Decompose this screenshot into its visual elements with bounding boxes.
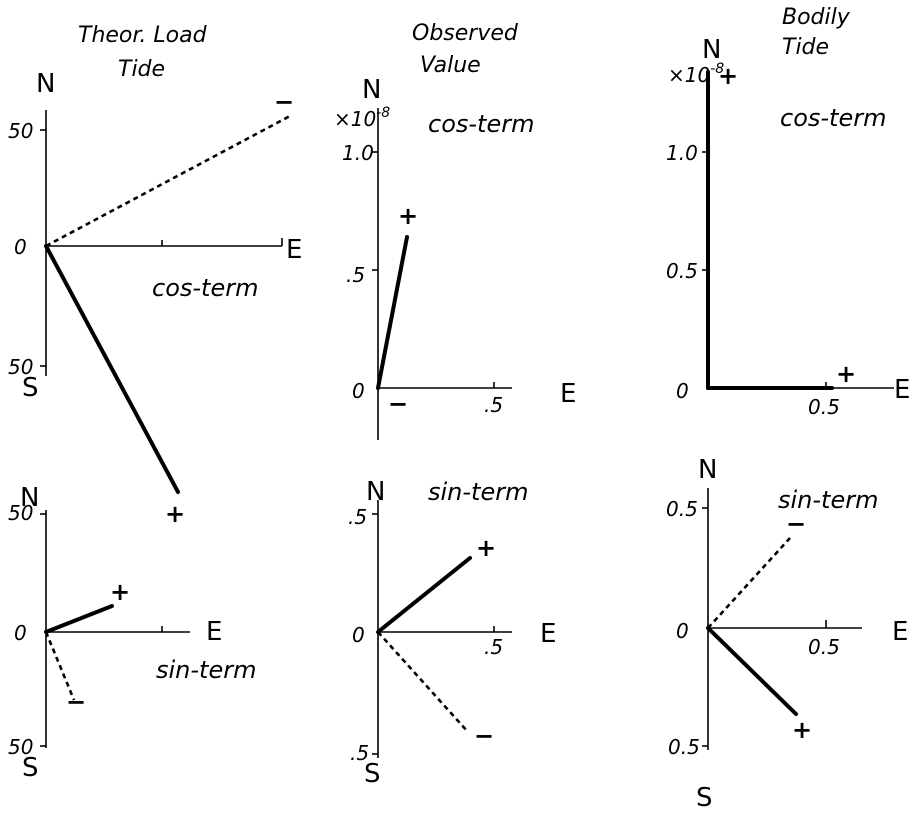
obs-cos-unit: ×10-8 — [334, 105, 390, 131]
obs-sin-tick-0: 0 — [352, 623, 365, 647]
bodily-sin-tick-half-s: 0.5 — [668, 735, 700, 759]
obs-cos-tick-0: 0 — [352, 379, 365, 403]
load-sin-plus-sign: + — [110, 578, 130, 606]
load-cos-tick-50-n: 50 — [8, 119, 33, 143]
panel-observed-sin: N .5 0 .5 .5 S E sin-term + − — [348, 477, 556, 789]
obs-sin-plus-sign: + — [476, 534, 496, 562]
header-tide: Tide — [118, 57, 165, 82]
header-bodily-tide: Tide — [782, 35, 829, 60]
bodily-cos-term-label: cos-term — [780, 104, 886, 132]
bodily-cos-plus-sign-north: + — [718, 62, 738, 90]
load-sin-term-label: sin-term — [156, 656, 256, 684]
bodily-sin-tick-0: 0 — [676, 619, 689, 643]
obs-sin-north-label: N — [366, 477, 385, 507]
load-sin-minus-vector — [44, 631, 76, 701]
bodily-cos-plus-sign-east: + — [836, 360, 856, 388]
obs-cos-tick-half: .5 — [346, 263, 365, 287]
panel-bodily-sin: N 0.5 0 0.5 0.5 S E sin-term − + — [666, 455, 908, 813]
bodily-cos-tick-half: 0.5 — [666, 259, 698, 283]
obs-sin-tick-e-half: .5 — [484, 635, 503, 659]
load-cos-east-label: E — [286, 235, 302, 265]
obs-sin-east-label: E — [540, 619, 556, 649]
header-value: Value — [420, 53, 481, 78]
panel-observed-cos: N ×10-8 1.0 .5 0 .5 E cos-term + − — [334, 75, 576, 440]
bodily-cos-tick-0: 0 — [676, 379, 689, 403]
bodily-cos-tick-1: 1.0 — [666, 141, 698, 165]
load-cos-north-label: N — [36, 69, 55, 99]
obs-sin-tick-half-n: .5 — [348, 505, 367, 529]
obs-cos-east-label: E — [560, 379, 576, 409]
load-cos-minus-vector — [45, 114, 291, 248]
bodily-sin-minus-sign: − — [786, 510, 806, 538]
bodily-cos-east-label: E — [894, 375, 910, 405]
bodily-sin-tick-e-half: 0.5 — [808, 635, 840, 659]
load-sin-tick-50-n: 50 — [8, 501, 33, 525]
obs-cos-tick-e-half: .5 — [484, 393, 503, 417]
bodily-sin-plus-sign: + — [792, 716, 812, 744]
bodily-cos-north-label: N — [702, 35, 721, 65]
obs-sin-minus-sign: − — [474, 722, 494, 750]
load-sin-south-label: S — [22, 753, 39, 783]
load-sin-north-label: N — [20, 483, 39, 513]
load-cos-plus-sign: + — [165, 500, 185, 528]
panel-load-cos: N 50 0 50 S E cos-term − + — [8, 69, 302, 528]
load-sin-tick-50-s: 50 — [8, 735, 33, 759]
load-sin-plus-vector — [44, 604, 114, 634]
bodily-sin-term-label: sin-term — [778, 486, 878, 514]
panel-bodily-cos: N ×10-8 1.0 0.5 0 0.5 E cos-term + + — [666, 35, 910, 419]
obs-sin-plus-vector — [376, 556, 472, 634]
load-sin-minus-sign: − — [66, 688, 86, 716]
bodily-sin-north-label: N — [698, 455, 717, 485]
load-cos-tick-0: 0 — [14, 235, 27, 259]
obs-cos-minus-sign: − — [388, 390, 408, 418]
obs-cos-vector — [376, 235, 409, 390]
header-bodily: Bodily — [782, 5, 851, 30]
load-cos-minus-sign: − — [274, 88, 294, 116]
header-theor-load: Theor. Load — [78, 23, 208, 48]
bodily-sin-east-label: E — [892, 617, 908, 647]
bodily-sin-minus-vector — [707, 537, 791, 629]
bodily-sin-south-label: S — [696, 783, 713, 813]
bodily-sin-tick-half-n: 0.5 — [666, 497, 698, 521]
obs-cos-term-label: cos-term — [428, 110, 534, 138]
obs-sin-minus-vector — [377, 631, 469, 733]
header-observed: Observed — [412, 21, 519, 46]
obs-sin-term-label: sin-term — [428, 478, 528, 506]
load-cos-term-label: cos-term — [152, 274, 258, 302]
bodily-cos-unit: ×10-8 — [668, 61, 724, 87]
load-cos-plus-vector — [44, 244, 180, 494]
obs-cos-tick-1: 1.0 — [342, 141, 374, 165]
bodily-cos-tick-e-half: 0.5 — [808, 395, 840, 419]
load-cos-south-label: S — [22, 373, 39, 403]
obs-sin-south-label: S — [364, 759, 381, 789]
bodily-sin-plus-vector — [706, 626, 798, 716]
load-sin-east-label: E — [206, 617, 222, 647]
obs-cos-plus-sign: + — [398, 202, 418, 230]
panel-load-sin: N 50 0 50 S E sin-term + − — [8, 483, 256, 783]
obs-sin-tick-half-s: .5 — [350, 741, 369, 765]
obs-cos-north-label: N — [362, 75, 381, 105]
load-cos-tick-50-s: 50 — [8, 355, 33, 379]
load-sin-tick-0: 0 — [14, 621, 27, 645]
